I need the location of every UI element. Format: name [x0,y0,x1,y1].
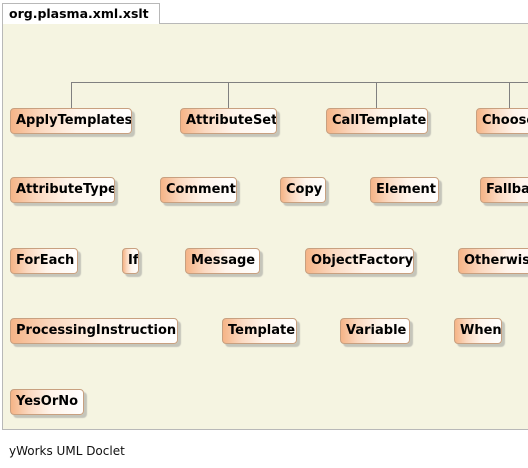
class-node-yes-or-no[interactable]: YesOrNo [10,389,84,415]
class-node-template[interactable]: Template [222,318,297,344]
footer-credit: yWorks UML Doclet [9,444,125,458]
class-node-call-template[interactable]: CallTemplate [326,108,428,134]
package-frame [2,23,528,430]
class-node-variable[interactable]: Variable [340,318,410,344]
class-node-comment[interactable]: Comment [160,177,237,203]
class-node-message[interactable]: Message [185,248,260,274]
class-node-processing-instruction[interactable]: ProcessingInstruction [10,318,178,344]
class-node-object-factory[interactable]: ObjectFactory [305,248,414,274]
class-node-choose[interactable]: Choose [476,108,528,134]
class-node-fallback[interactable]: Fallback [480,177,528,203]
class-node-element[interactable]: Element [370,177,439,203]
package-tab: org.plasma.xml.xslt [2,3,160,24]
class-node-if[interactable]: If [122,248,139,274]
class-node-for-each[interactable]: ForEach [10,248,78,274]
class-node-apply-templates[interactable]: ApplyTemplates [10,108,132,134]
class-node-copy[interactable]: Copy [280,177,326,203]
class-node-attribute-type[interactable]: AttributeType [10,177,115,203]
package-name: org.plasma.xml.xslt [9,6,149,21]
class-node-attribute-set[interactable]: AttributeSet [180,108,277,134]
class-node-when[interactable]: When [454,318,502,344]
class-node-otherwise[interactable]: Otherwise [458,248,528,274]
